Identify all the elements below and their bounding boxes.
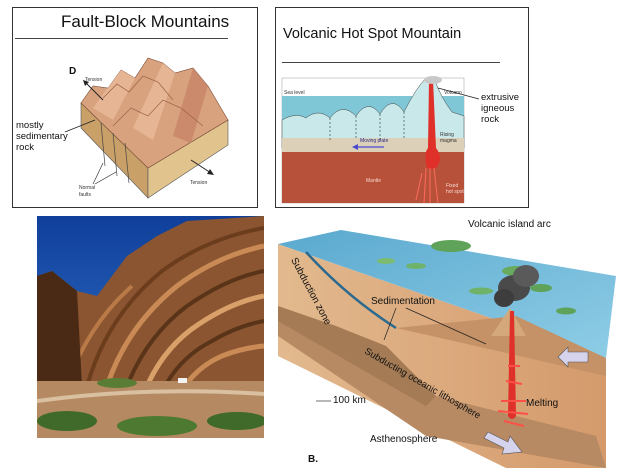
overriding-wedge [396,316,606,376]
island-7 [377,258,395,264]
volcanic-island-arc-label: Volcanic island arc [468,219,551,230]
sea-level-label: Sea level [284,90,305,96]
extrusive-pointer [437,87,480,100]
moving-plate-label: Moving plate [360,138,389,144]
fault-block-panel: Fault-Block Mountains D Tension Tension … [12,7,258,208]
crest-line-2 [112,99,204,127]
ash-cloud-2 [513,265,539,287]
island-4 [406,263,426,269]
hotspot-panel: Volcanic Hot Spot Mountain Sea level Vol… [275,7,529,208]
figure-letter-d: D [69,66,77,77]
rock-label: mostly sedimentary rock [16,120,68,153]
ridge-2 [133,63,175,140]
mantle-label: Mantle [366,178,382,184]
slab-motion-arrow [483,431,523,455]
fixed-hot-spot-label: Fixed hot spot [446,183,464,195]
fold-band-1 [104,243,264,387]
figure-letter-b: B. [308,454,318,465]
island-1 [431,240,471,252]
melting-label: Melting [526,398,559,409]
asthenosphere-label: Asthenosphere [370,434,438,445]
magma-conduit [425,80,440,170]
tension-arrow-top [84,81,104,101]
block-front-face [278,244,606,468]
tension-arrow-bottom [190,159,212,174]
sedimentation-label: Sedimentation [371,296,435,307]
tension-top-label: Tension [85,77,103,83]
ridge-3 [173,68,208,143]
fault-pointer-2 [94,171,117,185]
title-underline [282,62,500,63]
subduction-panel: Volcanic island arc Subduction zone Sedi… [276,216,628,468]
ash-cloud-3 [494,289,514,307]
rising-magma-label: Rising magma [440,132,457,144]
fault-block-diagram [64,57,229,199]
volcano-label: Volcano [444,90,462,96]
volcano-plume [424,76,442,84]
fold-band-4 [163,319,264,387]
title-underline [15,38,228,39]
shrub-3 [207,412,264,430]
trench [305,251,397,330]
moving-plate-arrowhead [352,144,358,150]
fault-line-3 [124,142,130,184]
shrub-1 [37,411,97,431]
fixed-hot-spot [415,167,439,204]
fold-band-6 [85,226,264,387]
rock-pointer [64,119,96,133]
melting-zone [497,365,529,427]
folded-rock-illustration [37,216,264,438]
island-3 [530,284,552,292]
fold-band-5 [182,343,264,388]
sedimentation-pointer-2 [405,307,487,345]
ridge-1 [93,70,135,120]
sedimentation-pointer-1 [383,307,397,341]
fold-band-2 [125,269,264,387]
hotspot-title: Volcanic Hot Spot Mountain [283,26,462,42]
subduction-block-diagram [278,230,616,468]
island-5 [469,287,493,295]
subducting-slab [278,306,606,468]
folded-rock-photo [37,216,264,438]
hotspot-diagram [281,76,480,204]
road [37,389,264,403]
depth-label: 100 km [333,395,366,406]
shrub-2 [117,416,197,436]
normal-faults-label: Normal faults [79,185,96,198]
vehicle [178,378,187,383]
plate-band [282,138,464,152]
plate-motion-arrow-right [557,346,589,368]
fault-pointer-1 [92,162,104,185]
fault-line-2 [112,132,118,177]
fold-band-3 [144,293,264,388]
crest-line-1 [102,75,174,101]
slab-top-layer [278,306,436,406]
tension-bottom-label: Tension [190,180,208,186]
shrub-4 [97,378,137,388]
extrusive-rock-label: extrusive igneous rock [481,92,520,125]
tension-arrowhead-bottom [207,169,214,175]
fault-block-title: Fault-Block Mountains [61,12,230,31]
fault-line-1 [100,122,106,167]
volcano-cone [491,308,526,336]
tension-arrowhead-top [83,80,89,86]
island-6 [556,307,576,315]
left-shadow-cliff [37,271,82,386]
